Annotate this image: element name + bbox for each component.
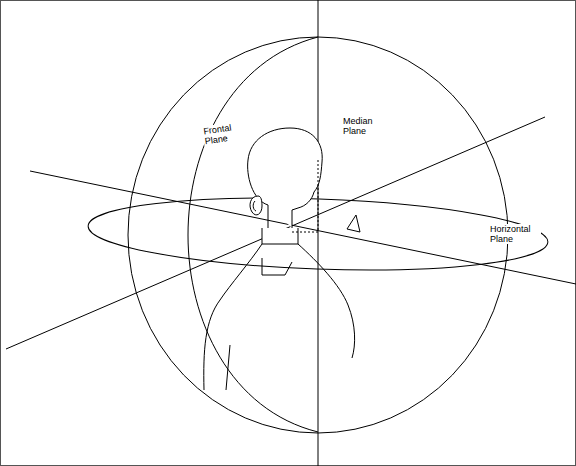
- plane-label: Median Plane: [342, 116, 378, 136]
- center-dotted: [292, 232, 318, 233]
- arm-line: [226, 345, 230, 390]
- plane-label: Frontal Plane: [202, 122, 240, 147]
- center-dotted: [318, 160, 319, 232]
- shoulder-left: [204, 244, 262, 390]
- nose-marker: [347, 215, 360, 232]
- head-outline: [248, 128, 323, 228]
- collar: [262, 258, 292, 275]
- neck-back: [268, 205, 269, 228]
- vertical-axis: [318, 0, 319, 466]
- ear: [250, 196, 262, 215]
- front-back-axis: [6, 117, 545, 349]
- plane-label: Horizontal Plane: [489, 224, 541, 244]
- neck-base: [262, 228, 298, 244]
- frontal-plane-outline: [188, 37, 318, 432]
- shoulder-right: [298, 244, 355, 358]
- ear-inner: [253, 201, 256, 211]
